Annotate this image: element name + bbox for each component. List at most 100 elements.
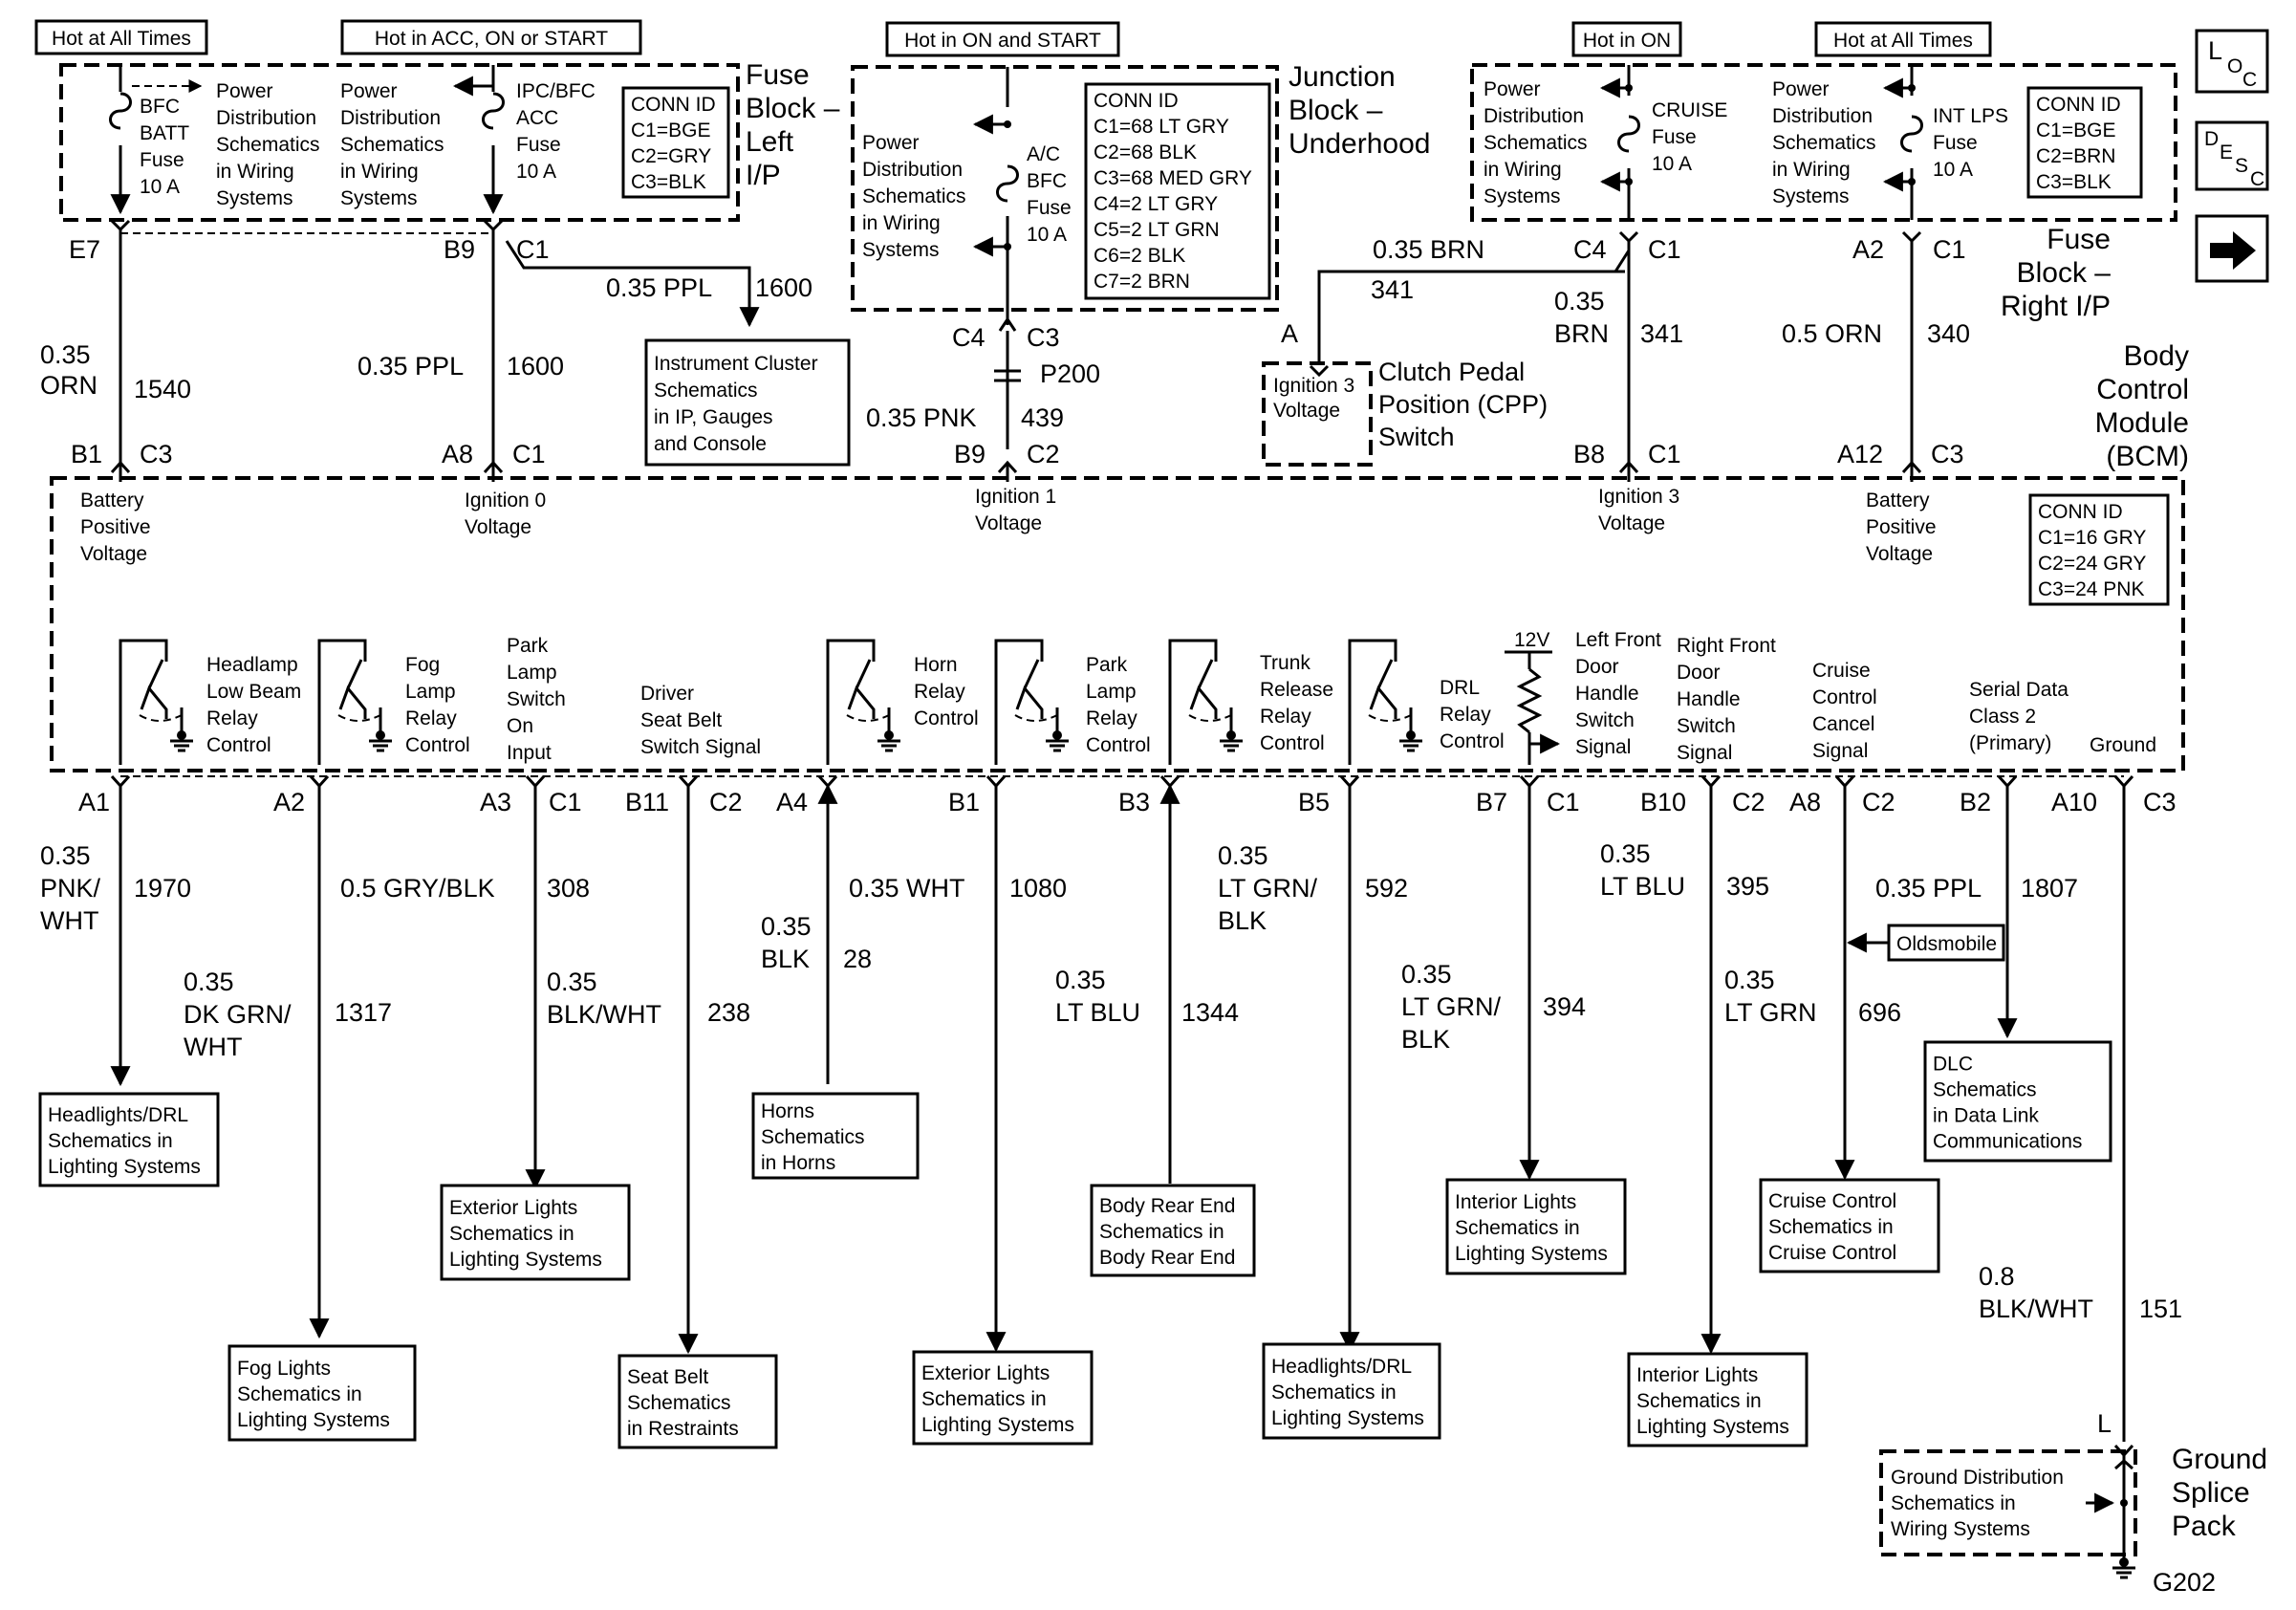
pin-a10-c: C3 xyxy=(2143,788,2177,816)
w696-gauge-line: LT GRN xyxy=(1724,998,1817,1027)
dest-exterior-lights-1 xyxy=(440,1184,631,1281)
pin-b2: B2 xyxy=(1960,788,1991,816)
pullup-resistor xyxy=(1516,667,1543,734)
pin-b9-c: C1 xyxy=(516,235,550,264)
bcm-serial-label-line: (Primary) xyxy=(1969,732,2051,754)
conn-left-box xyxy=(621,86,730,199)
fuse-block-left-outline xyxy=(59,63,740,222)
bcm-bat2-line: Voltage xyxy=(1866,543,1933,565)
pin-a2-c: C1 xyxy=(1933,235,1966,264)
loc-o: O xyxy=(2227,55,2242,77)
bfc-fuse-label-line: BATT xyxy=(140,122,189,144)
dest-seat-belt-text-line: in Restraints xyxy=(627,1418,739,1440)
bcm-park-sw-label-line: On xyxy=(507,715,533,737)
arrow-right-icon xyxy=(2210,231,2256,270)
conn-right-text-line: C2=BRN xyxy=(2036,145,2115,167)
oldsmobile-box xyxy=(1887,924,2005,962)
pds-right-1-line: in Wiring xyxy=(1484,159,1562,181)
cpp-title-line: Clutch Pedal xyxy=(1378,358,1525,386)
pin-b8-top: B8 xyxy=(1573,440,1605,468)
bcm-rfd-label-line: Right Front xyxy=(1677,635,1776,657)
relay-0 xyxy=(119,639,184,765)
w394-gauge-line: BLK xyxy=(1401,1025,1450,1054)
pin-a1: A1 xyxy=(78,788,110,816)
w1080-num: 1080 xyxy=(1009,874,1067,903)
ground-dist-text-line: Ground Distribution xyxy=(1891,1467,2064,1489)
dest-exterior-lights-1-text-line: Exterior Lights xyxy=(449,1197,577,1219)
bcm-hl-label-line: Control xyxy=(206,734,271,756)
dest-dlc-text-line: DLC xyxy=(1933,1054,1973,1076)
dest-fog-lights-text-line: Schematics in xyxy=(237,1383,362,1405)
relay-4-ground xyxy=(1220,730,1243,752)
bcm-lfd-label-line: Handle xyxy=(1575,683,1639,705)
w1317-gauge-line: WHT xyxy=(184,1033,242,1061)
dest-interior-lights-2-text-line: Schematics in xyxy=(1636,1390,1762,1412)
jb-fuse-label-line: BFC xyxy=(1027,170,1067,192)
bcm-trunk-label-line: Relay xyxy=(1260,706,1311,728)
bpin-0 xyxy=(110,774,131,789)
bcm-park-sw-label-line: Lamp xyxy=(507,662,557,684)
oldsmobile-text: Oldsmobile xyxy=(1896,933,1997,955)
dest-exterior-lights-2-text-line: Exterior Lights xyxy=(921,1362,1050,1384)
ground-up-chev xyxy=(2114,1458,2134,1470)
hot-label-4 xyxy=(1571,21,1682,57)
conn-jb-text-line: C3=68 MED GRY xyxy=(1094,167,1252,189)
pin-b9-top: B9 xyxy=(954,440,986,468)
cruise-fuse xyxy=(1617,115,1640,153)
pds-left-2-line: Power xyxy=(340,80,398,102)
conn-bcm-text-line: CONN ID xyxy=(2038,501,2123,523)
w395-num: 395 xyxy=(1726,872,1769,901)
pds-left-2-line: Systems xyxy=(340,187,418,209)
intlps-dot1 xyxy=(1908,84,1916,92)
bfc-fuse-label-line: BFC xyxy=(140,96,180,118)
w340-num: 340 xyxy=(1927,319,1970,348)
cruise-dot2 xyxy=(1625,178,1633,185)
dest-horns-text-line: in Horns xyxy=(761,1152,835,1174)
conn-jb-text-line: C2=68 BLK xyxy=(1094,141,1197,163)
relay-2 xyxy=(826,639,891,765)
pin-a3: A3 xyxy=(480,788,511,816)
dest-dlc xyxy=(1923,1040,2112,1163)
instrument-cluster-box-text-line: in IP, Gauges xyxy=(654,406,773,428)
pin-a12-c: C3 xyxy=(1931,440,1964,468)
fuse-block-right-outline xyxy=(1470,63,2177,222)
dest-interior-lights-2-text-line: Lighting Systems xyxy=(1636,1416,1789,1438)
pin-b3: B3 xyxy=(1118,788,1150,816)
w1970-gauge-line: PNK/ xyxy=(40,874,101,903)
cpp-title-line: Switch xyxy=(1378,423,1455,451)
cpp-switch-text-line: Ignition 3 xyxy=(1273,375,1354,397)
loc-c: C xyxy=(2242,69,2257,91)
w1344-gauge-line: 0.35 xyxy=(1055,966,1106,994)
w1540-gauge: 0.35 xyxy=(40,340,91,369)
p200-label: P200 xyxy=(1040,359,1100,388)
bcm-park-label-line: Control xyxy=(1086,734,1151,756)
ipc-fuse-label-line: Fuse xyxy=(516,134,561,156)
relay-3-ground xyxy=(1046,730,1069,752)
desc-d: D xyxy=(2204,128,2219,150)
pin-a-cpp: A xyxy=(1281,319,1298,348)
bfc-fuse xyxy=(109,92,132,130)
dest-body-rear-end-text-line: Body Rear End xyxy=(1099,1195,1235,1217)
relay-3 xyxy=(994,639,1059,765)
pds-junction-line: Power xyxy=(862,132,920,154)
fuse-block-left-title-line: I/P xyxy=(746,160,781,191)
intlps-fuse-label-line: INT LPS xyxy=(1933,105,2008,127)
conn-left-text-line: C2=GRY xyxy=(631,145,711,167)
pds-right-1-line: Schematics xyxy=(1484,132,1588,154)
pds-right-1-line: Systems xyxy=(1484,185,1561,207)
w592-gauge-line: LT GRN/ xyxy=(1218,874,1318,903)
bfc-fuse-label-line: 10 A xyxy=(140,176,180,198)
